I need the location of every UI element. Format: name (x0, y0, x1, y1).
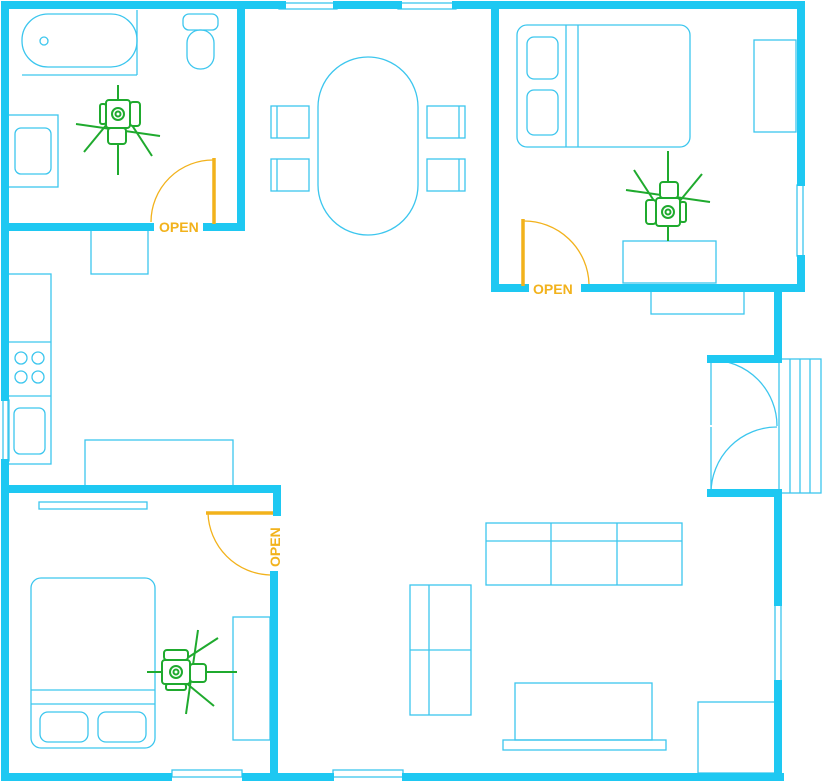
shelf (38, 501, 148, 510)
dining-table (317, 56, 419, 236)
tv-unit (502, 682, 667, 751)
cabinet (650, 290, 745, 315)
entry-door (710, 359, 778, 494)
nightstand (753, 39, 797, 133)
window (774, 604, 782, 682)
camera-sensor-icon (625, 150, 711, 242)
camera-sensor-icon (75, 84, 161, 176)
bedroom-top-door-label: OPEN (533, 281, 573, 297)
bedroom-top-door (521, 219, 590, 286)
kitchen-counter (7, 273, 52, 465)
window (332, 769, 404, 778)
bed-top-right (516, 24, 691, 148)
entry-stairs (778, 358, 822, 494)
chair (270, 158, 310, 192)
walls-layer (1, 1, 805, 781)
bathroom-door (150, 158, 216, 224)
camera-sensor-icon (146, 629, 238, 715)
loveseat (409, 584, 472, 716)
chair (426, 158, 466, 192)
bathroom-door-label: OPEN (159, 219, 199, 235)
wardrobe (232, 616, 271, 741)
doors-layer (150, 158, 590, 576)
bathroom-sink (7, 114, 59, 188)
sensors-layer (75, 84, 711, 715)
window (171, 769, 243, 778)
cabinet (90, 228, 149, 275)
window (397, 2, 457, 10)
toilet (182, 13, 219, 70)
window (796, 184, 804, 257)
bedroom-bottom-door-label: OPEN (267, 527, 283, 567)
window (278, 2, 338, 10)
chair (426, 105, 466, 139)
bedroom-bottom-door (206, 511, 273, 576)
desk (622, 240, 717, 284)
bathtub (21, 13, 138, 68)
sofa (485, 522, 683, 586)
chair (270, 105, 310, 139)
counter (84, 439, 234, 487)
cabinet (697, 701, 776, 774)
bed-bottom-left (30, 577, 156, 749)
